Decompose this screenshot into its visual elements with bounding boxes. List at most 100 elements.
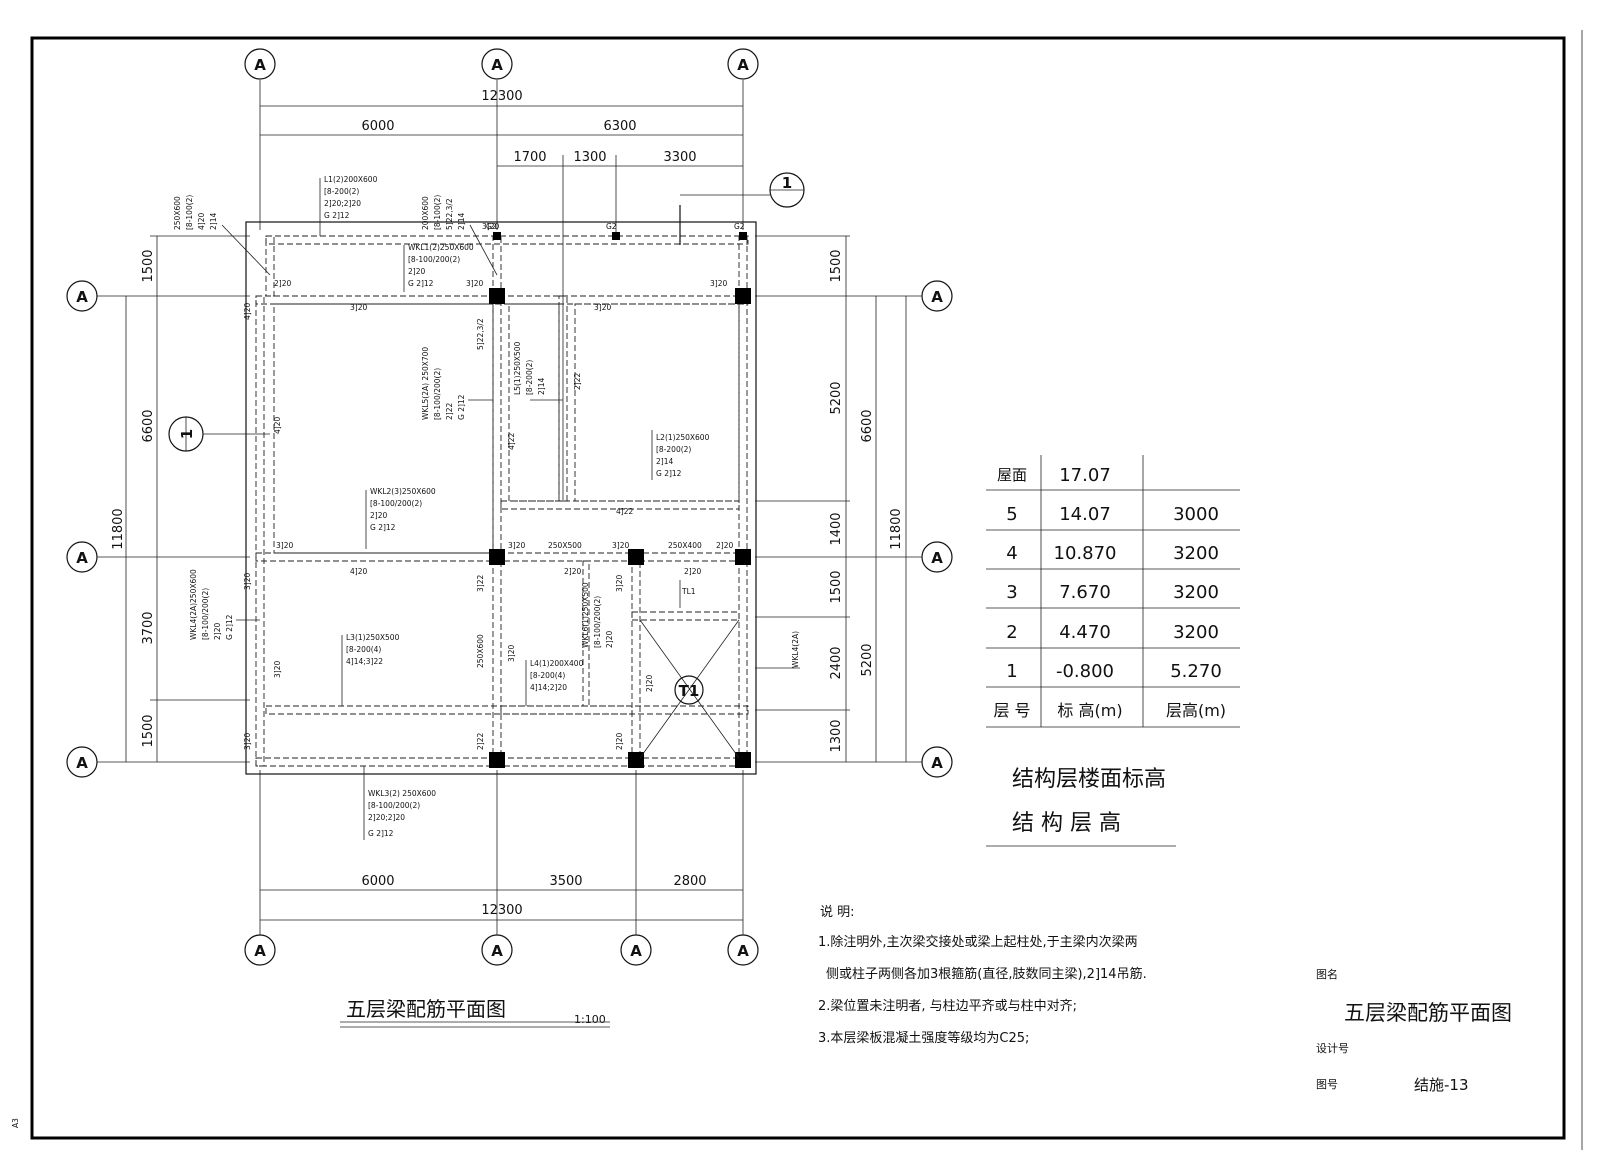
beam-label: 2]20: [370, 511, 387, 520]
beam-label: 200X600: [421, 196, 430, 230]
rebar-label: 2]20: [564, 567, 581, 576]
plan-title: 五层梁配筋平面图: [346, 997, 506, 1021]
plan-scale: 1:100: [574, 1013, 606, 1026]
axis-bubble: [481, 48, 513, 80]
elevator-cross: [639, 619, 740, 759]
beam: [492, 235, 502, 767]
beam-label: WKL4(2A): [791, 631, 800, 668]
slab-panel: [574, 303, 740, 502]
beam-label: 2]20;2]20: [324, 199, 361, 208]
section-mark-top: 1: [679, 172, 805, 245]
dim-text: 11800: [889, 508, 904, 549]
beam-label: L4(1)200X400: [530, 659, 584, 668]
beam-label: G 2]12: [324, 211, 350, 220]
dim-text: 1500: [829, 249, 844, 282]
axis-label: A: [931, 549, 943, 567]
beam-label: [8-100/200(2): [368, 801, 420, 810]
beam-label: WKL2(3)250X600: [370, 487, 436, 496]
beam-label: 2]14: [656, 457, 673, 466]
beam-label: G 2]12: [368, 829, 394, 838]
table-cell: 3200: [1173, 622, 1219, 643]
beam-label: 4]14;2]20: [530, 683, 567, 692]
notes-title: 说 明:: [820, 905, 855, 920]
beam-label: [8-200(2): [324, 187, 359, 196]
slab-panel: [273, 303, 494, 554]
beam: [265, 705, 749, 715]
dim-text: 2400: [829, 646, 844, 679]
elevation-table: 屋面 17.07 5 14.07 3000 4 10.870 3200 3 7.…: [986, 455, 1240, 847]
beam-label: WKL1(2)250X600: [408, 243, 474, 252]
left-dimensions: 11800 1500 6600 3700 1500: [111, 236, 158, 762]
top-axis-bubbles: A A A: [244, 48, 759, 80]
bottom-axis-bubbles: A A A A: [244, 934, 759, 966]
note-line: 3.本层梁板混凝土强度等级均为C25;: [818, 1030, 1029, 1046]
rebar-label: 3]20: [508, 541, 525, 550]
axis-label: A: [254, 56, 266, 74]
number-label: 图号: [1316, 1078, 1338, 1091]
beam-label: G 2]12: [656, 469, 682, 478]
beam-label: 2]14: [537, 378, 546, 395]
beam-label: 250X600: [173, 196, 182, 230]
beam-label: [8-200(4): [530, 671, 565, 680]
axis-bubble: [244, 48, 276, 80]
table-cell: 3000: [1173, 504, 1219, 525]
section-mark-left: 1: [168, 416, 270, 452]
dim-text: 12300: [481, 903, 522, 918]
beam-label: [8-100/200(2): [370, 499, 422, 508]
rebar-label: 3]20: [273, 661, 282, 678]
beam-name: TL1: [681, 587, 696, 596]
table-cell: 3: [1006, 582, 1017, 603]
dim-text: 6000: [361, 119, 394, 134]
table-cell: 5.270: [1170, 661, 1222, 682]
beam-label: 2]20: [213, 623, 222, 640]
rebar-label: 4]22: [507, 433, 516, 450]
axis-label: A: [254, 942, 266, 960]
axis-label: A: [931, 754, 943, 772]
rebar-label: 2]22: [573, 373, 582, 390]
column: [493, 232, 501, 240]
beam-label: WKL5(2A) 250X700: [421, 347, 430, 420]
rebar-label: 2]20: [716, 541, 733, 550]
table-cell: 2: [1006, 622, 1017, 643]
column: [735, 752, 751, 768]
axis-label: A: [76, 754, 88, 772]
table-caption: 结 构 层 高: [1012, 811, 1121, 836]
beam: [265, 235, 275, 297]
dim-text: 1300: [829, 719, 844, 752]
axis-label: A: [737, 942, 749, 960]
table-cell: 4: [1006, 543, 1017, 564]
beam-label: 4]14;3]22: [346, 657, 383, 666]
section-number: 1: [782, 174, 792, 192]
rebar-label: 3]20: [466, 279, 483, 288]
rebar-label: 2]22: [476, 733, 485, 750]
beam-label: 2]14: [209, 213, 218, 230]
column: [489, 752, 505, 768]
beam-size: 250X500: [548, 541, 582, 550]
floor-plan: T1: [245, 221, 757, 775]
beam-label: [8-100(2): [185, 195, 194, 230]
beam-label: 2]20: [408, 267, 425, 276]
column: [489, 288, 505, 304]
dim-text: 1700: [513, 150, 546, 165]
rebar-label: 3]20: [276, 541, 293, 550]
beam-label: [8-100/200(2): [433, 368, 442, 420]
beam-label: 2]14: [457, 213, 466, 230]
beam-label: L3(1)250X500: [346, 633, 400, 642]
rebar-label: 4]20: [243, 303, 252, 320]
dim-text: 3500: [549, 874, 582, 889]
rebar-label: 3]20: [710, 279, 727, 288]
dim-text: 2800: [673, 874, 706, 889]
column-tag: G2: [606, 222, 617, 231]
rebar-label: 4]20: [350, 567, 367, 576]
beam-label: [8-100/200(2): [201, 588, 210, 640]
beam-label: G 2]12: [408, 279, 434, 288]
beam-label: 2]22: [445, 403, 454, 420]
dim-text: 3300: [663, 150, 696, 165]
dim-text: 1500: [141, 714, 156, 747]
column: [735, 288, 751, 304]
axis-label: A: [491, 56, 503, 74]
rebar-label: 4]20: [273, 417, 282, 434]
dim-text: 1400: [829, 512, 844, 545]
beam: [265, 235, 749, 245]
